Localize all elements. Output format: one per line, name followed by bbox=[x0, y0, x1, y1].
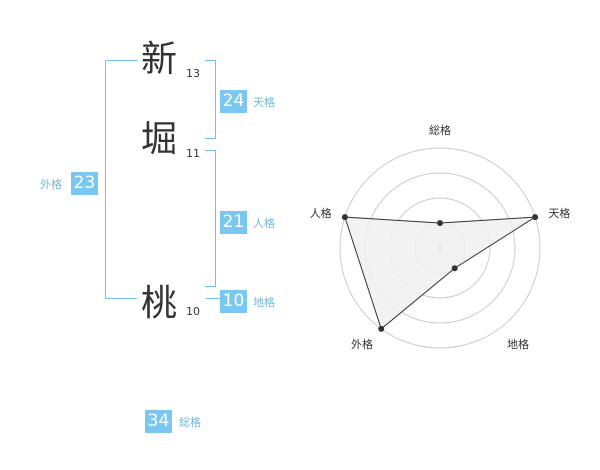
gaikaku-label: 外格 bbox=[40, 178, 62, 191]
radar-data-polygon bbox=[344, 216, 536, 330]
stroke-count-3: 10 bbox=[186, 305, 200, 318]
chikaku-connector bbox=[206, 298, 220, 299]
radar-point-3 bbox=[451, 265, 458, 272]
name-char-2: 堀 bbox=[141, 119, 178, 160]
radar-point-5 bbox=[341, 214, 348, 221]
radar-axis-label: 地格 bbox=[507, 337, 529, 351]
soukaku-score-badge: 34 bbox=[145, 410, 172, 433]
soukaku-label: 総格 bbox=[179, 416, 201, 429]
radar-axis-label: 総格 bbox=[429, 123, 451, 137]
chikaku-label: 地格 bbox=[253, 296, 275, 309]
radar-point-1 bbox=[437, 220, 443, 226]
radar-grid-ring bbox=[339, 147, 541, 349]
stroke-count-1: 13 bbox=[186, 67, 200, 80]
chikaku-score-badge: 10 bbox=[220, 290, 247, 313]
gaikaku-bracket bbox=[105, 60, 137, 299]
name-char-1: 新 bbox=[141, 39, 178, 80]
radar-point-2 bbox=[532, 214, 539, 221]
radar-axis-label: 外格 bbox=[351, 337, 373, 351]
tenkaku-label: 天格 bbox=[253, 96, 275, 109]
jinkaku-bracket bbox=[205, 150, 216, 287]
tenkaku-score-badge: 24 bbox=[220, 90, 247, 113]
radar-axis-label: 人格 bbox=[310, 206, 332, 220]
stroke-count-2: 11 bbox=[186, 147, 200, 160]
gaikaku-score-badge: 23 bbox=[71, 172, 98, 195]
tenkaku-bracket bbox=[205, 60, 216, 139]
jinkaku-label: 人格 bbox=[253, 217, 275, 230]
radar-point-4 bbox=[378, 325, 385, 332]
jinkaku-score-badge: 21 bbox=[220, 211, 247, 234]
radar-axis-label: 天格 bbox=[548, 206, 570, 220]
name-char-3: 桃 bbox=[141, 283, 178, 324]
